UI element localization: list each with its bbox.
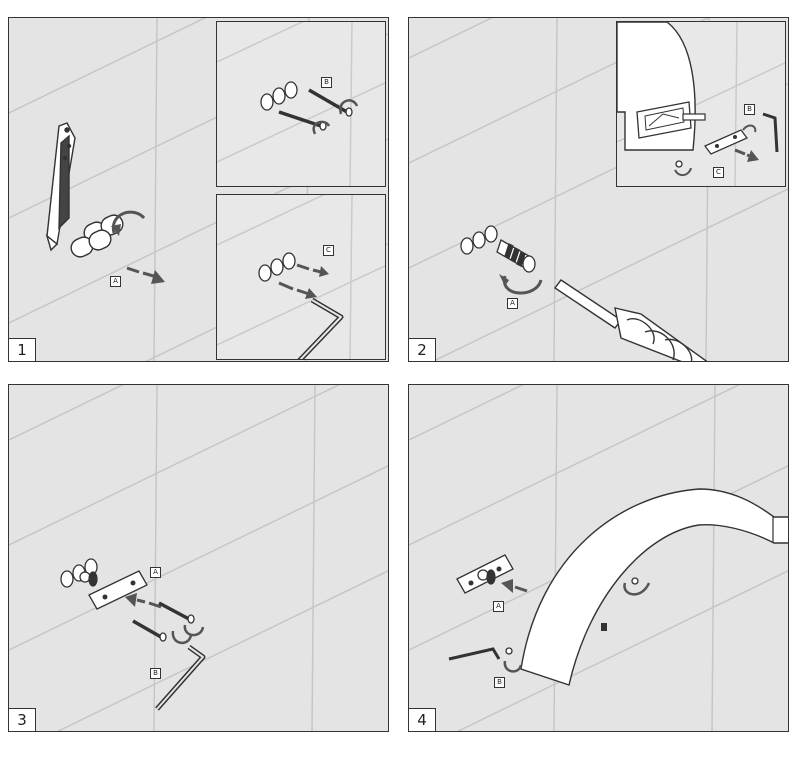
step-2-tag-a: A bbox=[507, 298, 518, 309]
step-1-tag-c: C bbox=[323, 245, 334, 256]
step-1-number: 1 bbox=[9, 338, 36, 361]
valve-connector-icon bbox=[79, 571, 98, 587]
direction-arrow-icon bbox=[125, 593, 162, 609]
screw-icon bbox=[505, 647, 513, 655]
step-4-tag-a: A bbox=[493, 601, 504, 612]
mounting-bracket-icon bbox=[88, 570, 148, 610]
step-2-tag-b: B bbox=[744, 104, 755, 115]
direction-arrow-icon bbox=[734, 148, 759, 162]
rotate-arrow-icon bbox=[623, 582, 651, 596]
step-4-number: 4 bbox=[409, 708, 436, 731]
step-3-panel: A B 3 bbox=[8, 384, 389, 732]
step-1-tag-b: B bbox=[321, 77, 332, 88]
rotate-arrow-icon bbox=[312, 120, 331, 135]
hex-key-icon bbox=[762, 112, 779, 153]
utility-knife-icon bbox=[45, 122, 76, 252]
tile-wall-grid bbox=[9, 385, 388, 731]
direction-arrow-icon bbox=[278, 263, 329, 299]
tile-wall-grid bbox=[409, 18, 788, 361]
screw-icon bbox=[631, 577, 639, 585]
step-4-tag-b: B bbox=[494, 677, 505, 688]
step-3-tag-a: A bbox=[150, 567, 161, 578]
step-2-panel: A bbox=[408, 17, 789, 362]
step-2-inset-bracket: B C bbox=[616, 21, 786, 187]
valve-connector-icon bbox=[477, 569, 496, 585]
rotate-arrow-icon bbox=[171, 630, 193, 644]
screwdriver-icon bbox=[553, 279, 708, 361]
hex-key-icon bbox=[448, 647, 501, 661]
step-3-number: 3 bbox=[9, 708, 36, 731]
tile-wall-grid bbox=[409, 385, 788, 731]
screw-icon bbox=[132, 601, 195, 642]
step-2-number: 2 bbox=[409, 338, 436, 361]
mounting-bracket-icon bbox=[703, 129, 749, 155]
screw-icon bbox=[675, 160, 683, 168]
step-1-inset-screws: B bbox=[216, 21, 386, 187]
washer-icon bbox=[258, 252, 296, 282]
washer-icon bbox=[460, 225, 498, 255]
step-1-tag-a: A bbox=[110, 276, 121, 287]
step-2-tag-c: C bbox=[713, 167, 724, 178]
rotate-arrow-icon bbox=[503, 275, 543, 295]
wall-plug-icon bbox=[70, 214, 124, 258]
hex-key-icon bbox=[297, 297, 344, 359]
step-4-panel: A B 4 bbox=[408, 384, 789, 732]
step-1-inset-hexkey: C bbox=[216, 194, 386, 360]
step-1-panel: A bbox=[8, 17, 389, 362]
spout-cover-icon bbox=[520, 488, 788, 686]
valve-connector-icon bbox=[496, 239, 536, 273]
direction-arrow-icon bbox=[501, 579, 528, 593]
direction-arrow-icon bbox=[126, 266, 165, 284]
washer-icon bbox=[260, 81, 298, 111]
step-3-tag-b: B bbox=[150, 668, 161, 679]
